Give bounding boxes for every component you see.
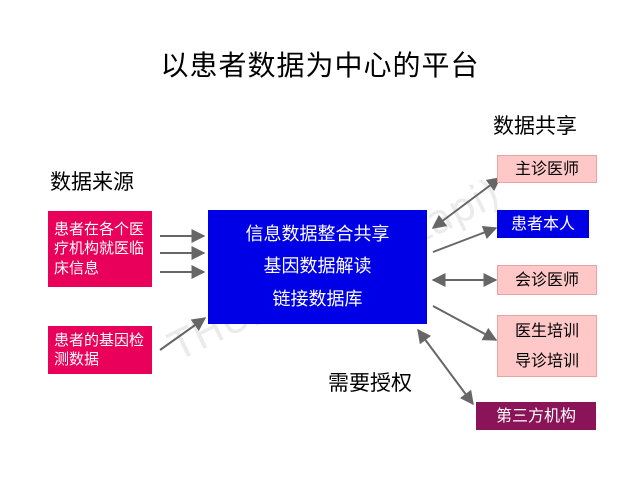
source-box-clinical-text: 患者在各个医疗机构就医临床信息: [54, 219, 145, 277]
share-box-training: 医生培训导诊培训: [497, 315, 597, 377]
authorization-label: 需要授权: [328, 371, 412, 395]
data-source-label: 数据来源: [50, 170, 134, 194]
arrow-share-chief: [431, 177, 502, 229]
share-box-third-party: 第三方机构: [476, 402, 596, 430]
share-box-consulting-physician-text: 会诊医师: [514, 269, 579, 289]
source-box-genetic: 患者的基因检测数据: [48, 326, 152, 374]
share-box-patient: 患者本人: [497, 210, 589, 238]
share-box-training-text: 医生培训导诊培训: [514, 320, 579, 370]
share-box-consulting-physician: 会诊医师: [497, 265, 597, 295]
source-box-genetic-text: 患者的基因检测数据: [54, 330, 145, 369]
arrow-share-patient: [432, 225, 498, 253]
arrow-share-thirdparty: [417, 328, 474, 406]
share-box-patient-text: 患者本人: [510, 213, 575, 233]
arrow-source2: [159, 317, 207, 351]
arrow-share-training: [432, 305, 498, 341]
page-title: 以患者数据为中心的平台: [160, 49, 480, 82]
center-platform-box: 信息数据整合共享 基因数据解读 链接数据库: [208, 210, 427, 324]
share-box-chief-physician: 主诊医师: [497, 155, 597, 183]
source-box-clinical: 患者在各个医疗机构就医临床信息: [48, 211, 152, 287]
share-box-third-party-text: 第三方机构: [495, 405, 576, 425]
share-box-chief-physician-text: 主诊医师: [514, 158, 579, 178]
center-line-database: 链接数据库: [272, 288, 363, 310]
center-line-integration: 信息数据整合共享: [245, 223, 390, 245]
data-sharing-label: 数据共享: [493, 114, 577, 138]
center-line-interpretation: 基因数据解读: [263, 256, 372, 278]
